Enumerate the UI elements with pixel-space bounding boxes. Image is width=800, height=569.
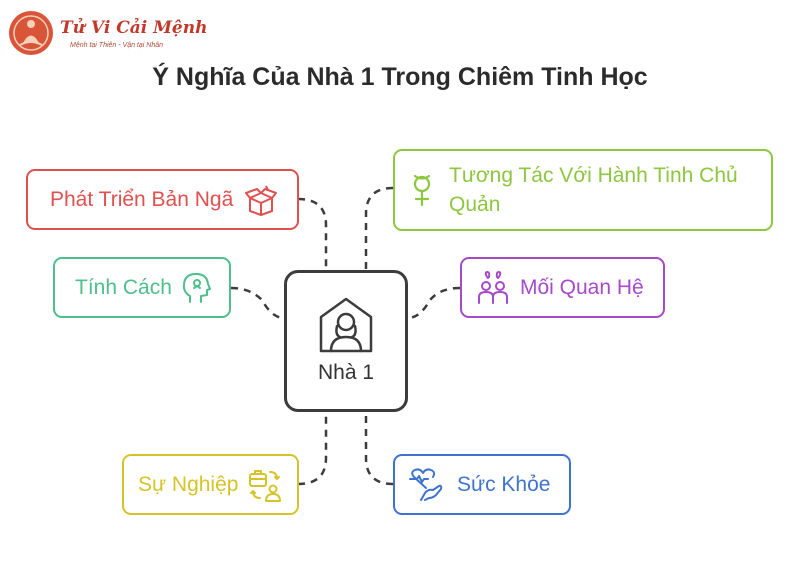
brand-logo: Tử Vi Cải Mệnh Mệnh tại Thiên - Vận tại …	[8, 8, 208, 60]
node-suc-khoe: Sức Khỏe	[393, 454, 571, 515]
briefcase-person-icon	[248, 468, 282, 502]
heart-hand-icon	[409, 467, 443, 502]
node-label: Sức Khỏe	[457, 472, 551, 496]
node-label: Sự Nghiệp	[138, 472, 239, 496]
connector-tinh-cach	[230, 286, 285, 320]
venus-symbol-icon	[409, 172, 435, 208]
node-tinh-cach: Tính Cách	[53, 257, 231, 318]
couple-icon	[476, 270, 510, 305]
page-title: Ý Nghĩa Của Nhà 1 Trong Chiêm Tinh Học	[152, 63, 648, 91]
node-label: Phát Triển Bản Ngã	[50, 187, 234, 211]
house-person-icon	[319, 297, 373, 353]
node-su-nghiep: Sự Nghiệp	[122, 454, 299, 515]
connector-suc-khoe	[364, 412, 394, 486]
node-phat-trien-ban-nga: Phát Triển Bản Ngã	[26, 169, 299, 230]
open-box-icon	[245, 184, 278, 216]
brand-name: Tử Vi Cải Mệnh	[60, 18, 208, 38]
node-label-line-1: Tương Tác Với Hành Tinh Chủ	[449, 164, 738, 187]
node-moi-quan-he: Mối Quan Hệ	[460, 257, 665, 318]
node-label: Mối Quan Hệ	[520, 275, 644, 299]
head-profile-icon	[180, 271, 212, 305]
center-node: Nhà 1	[284, 270, 408, 412]
connector-phat-trien	[297, 197, 328, 270]
center-label: Nhà 1	[317, 361, 375, 384]
node-label-line-2: Quản	[449, 193, 501, 216]
brand-tagline: Mệnh tại Thiên - Vận tại Nhân	[70, 42, 163, 49]
buddha-logo-icon	[9, 11, 53, 55]
connector-su-nghiep	[297, 412, 328, 486]
node-label: Tương Tác Với Hành Tinh Chủ Quản	[449, 161, 738, 219]
connector-tuong-tac	[364, 186, 394, 270]
connector-moi-quan-he	[407, 286, 461, 320]
node-label: Tính Cách	[75, 275, 172, 299]
node-tuong-tac-hanh-tinh: Tương Tác Với Hành Tinh Chủ Quản	[393, 149, 773, 231]
